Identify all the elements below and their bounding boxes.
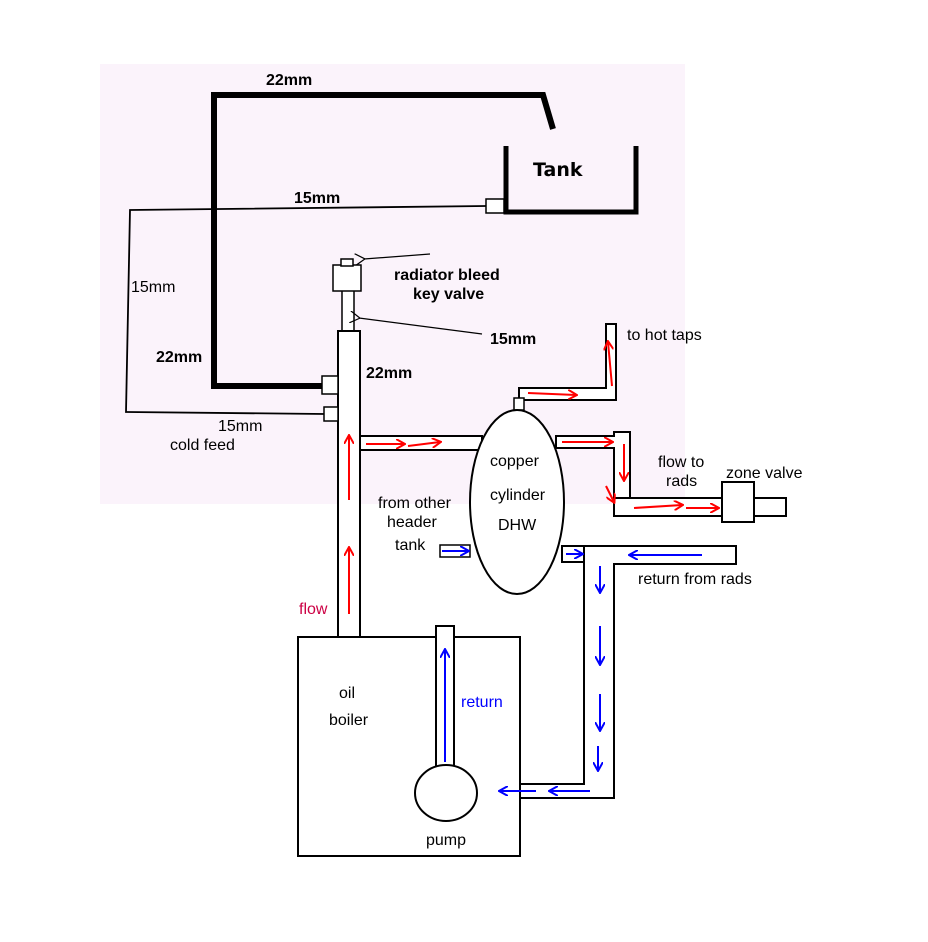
cylinder-label-line1: copper: [490, 453, 540, 470]
bleed-valve-label-line1: radiator bleed: [394, 267, 500, 284]
return-from-rads-label: return from rads: [638, 571, 752, 588]
cold-feed-15mm-label: 15mm: [218, 418, 262, 435]
to-hot-taps-label: to hot taps: [627, 327, 702, 344]
flow-arrows: [349, 342, 718, 614]
header-tank: [503, 146, 639, 215]
return-arrows: [442, 551, 702, 791]
vent-connector: [321, 375, 339, 395]
other-header-label-line1: from other: [378, 495, 452, 512]
left-15mm-label: 15mm: [131, 279, 175, 296]
copper-cylinder: [469, 409, 565, 595]
return-label: return: [461, 694, 503, 711]
flow-arrow-to-cylinder-2: [407, 442, 440, 446]
bleed-valve-label-line2: key valve: [413, 286, 484, 303]
pump-label: pump: [426, 832, 466, 849]
cold-feed-label: cold feed: [170, 437, 235, 454]
other-header-label-line3: tank: [395, 537, 426, 554]
radiator-bleed-key-valve: [332, 264, 362, 292]
pale-background-panel: [100, 64, 685, 504]
pump: [414, 764, 478, 822]
flow-to-rads-label-line1: flow to: [658, 454, 704, 471]
riser-22mm-label: 22mm: [366, 365, 412, 382]
cold-feed-connector: [323, 406, 339, 422]
boiler-label-line1: oil: [339, 685, 355, 702]
bleed-valve-pointer: [364, 254, 431, 259]
bleed-valve-stem: [341, 289, 355, 333]
top-22mm-label: 22mm: [266, 72, 312, 89]
flow-to-rads-pipe: [555, 431, 787, 517]
cylinder-label-line3: DHW: [498, 517, 537, 534]
flow-arrow-hot-taps-2: [608, 342, 612, 387]
flow-label: flow: [299, 601, 328, 618]
cold-feed-pipe-15mm: [125, 205, 487, 415]
zone-valve: [721, 481, 755, 523]
valve-15mm-label: 15mm: [490, 331, 536, 348]
zone-valve-label: zone valve: [726, 465, 803, 482]
flow-arrow-hot-taps-1: [527, 393, 576, 395]
flow-arrow-rads-3: [633, 505, 682, 508]
valve-15mm-pointer: [359, 318, 483, 335]
tank-label: Tank: [533, 159, 583, 181]
boiler-label-line2: boiler: [329, 712, 369, 729]
cylinder-label-line2: cylinder: [490, 487, 546, 504]
flow-to-rads-label-line2: rads: [666, 473, 697, 490]
left-22mm-label: 22mm: [156, 349, 202, 366]
other-header-label-line2: header: [387, 514, 437, 531]
flow-arrow-rads-5: [605, 485, 614, 502]
bleed-valve-cap: [340, 258, 354, 267]
vent-pipe-22mm: [211, 92, 556, 389]
tank-outlet-connector: [485, 198, 505, 214]
top-15mm-label: 15mm: [294, 190, 340, 207]
cylinder-top-connector: [513, 397, 525, 411]
oil-boiler: [297, 636, 521, 857]
